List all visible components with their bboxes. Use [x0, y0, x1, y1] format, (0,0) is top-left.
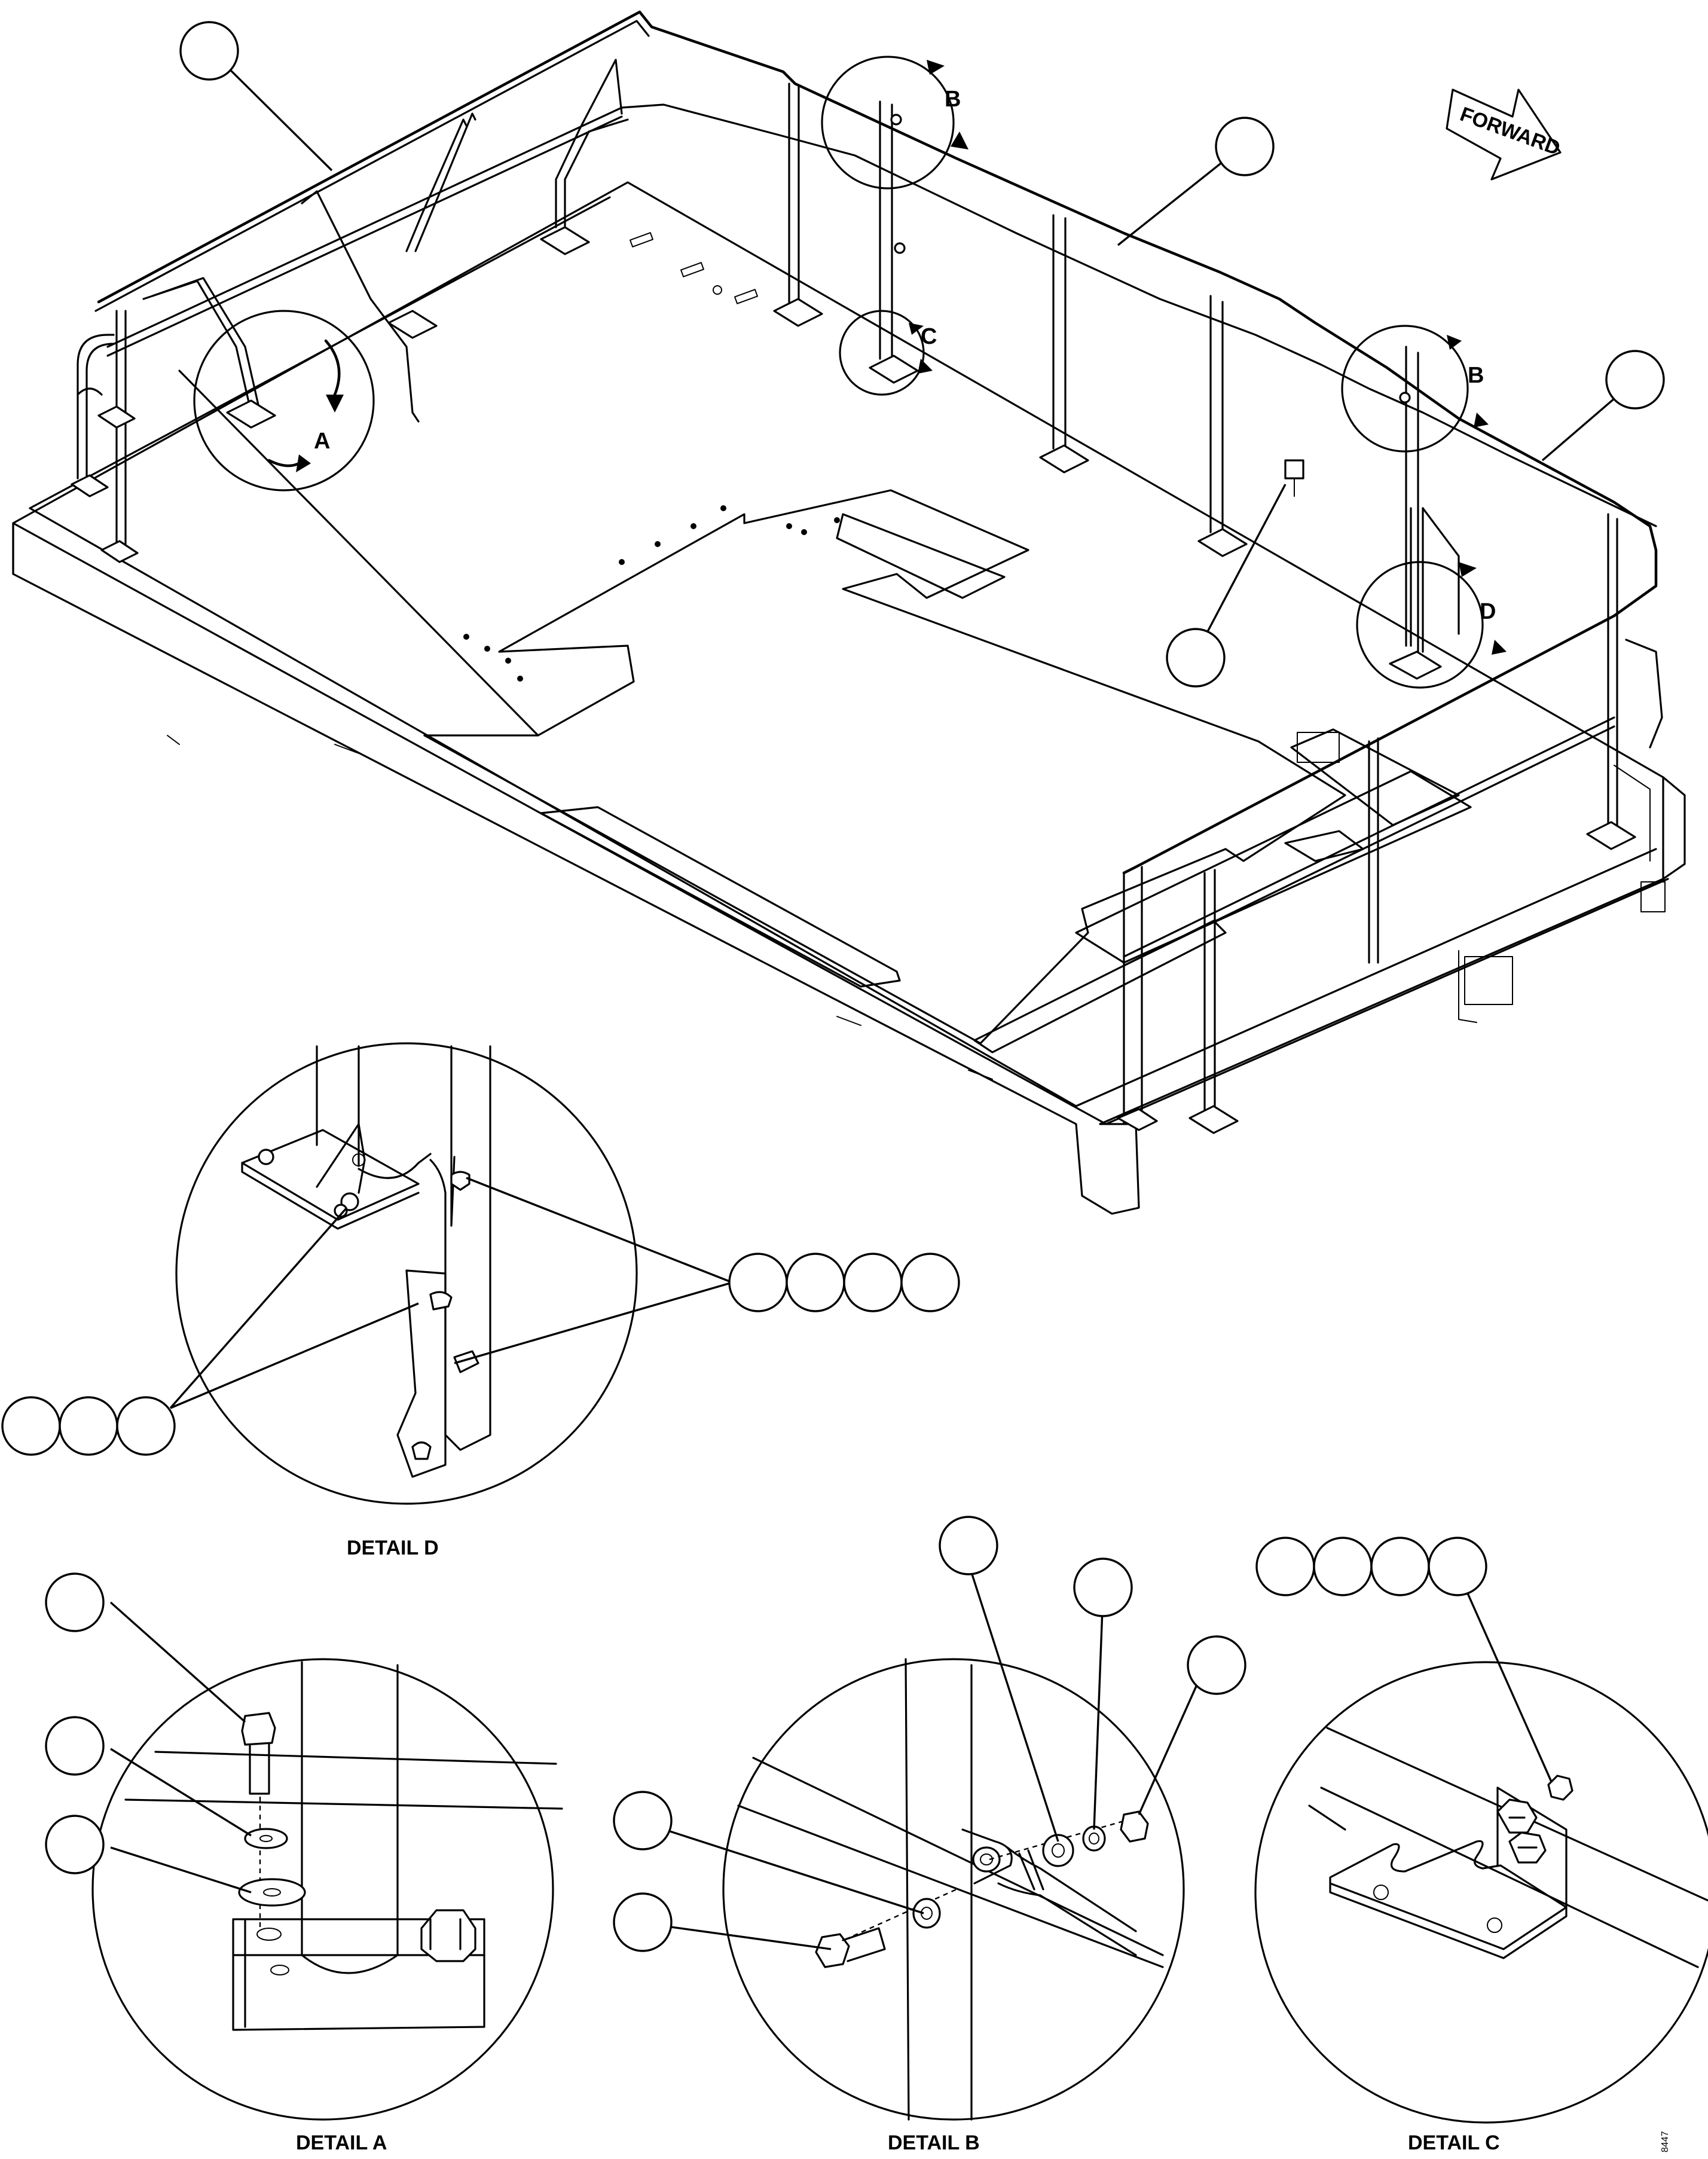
detail-c-caption: DETAIL C	[1408, 2131, 1500, 2154]
callout-bubble	[1255, 1537, 1315, 1596]
callout-bubble	[1073, 1558, 1133, 1617]
callout-bubble	[1187, 1635, 1246, 1695]
callout-bubble	[1605, 350, 1665, 410]
detail-b-caption: DETAIL B	[888, 2131, 980, 2154]
callout-bubble	[45, 1716, 105, 1776]
railings	[71, 10, 1663, 1134]
view-label-c: C	[921, 324, 937, 349]
forward-arrow: FORWARD	[1446, 88, 1563, 181]
callout-bubble	[843, 1253, 903, 1312]
view-circles: A B C B D	[193, 56, 1507, 689]
callout-bubble	[59, 1396, 118, 1456]
callout-bubble	[45, 1815, 105, 1874]
view-label-d: D	[1480, 599, 1496, 624]
callout-bubble	[45, 1572, 105, 1632]
callout-bubble	[939, 1516, 998, 1575]
view-label-a: A	[314, 429, 330, 454]
callout-bubble	[728, 1253, 788, 1312]
callout-bubble	[179, 21, 239, 81]
detail-c: DETAIL C	[1254, 1537, 1708, 2154]
platform-assembly	[12, 181, 1686, 1215]
callout-bubble	[1166, 628, 1226, 688]
figure-code: 8447	[1660, 2131, 1670, 2152]
callout-bubble	[1428, 1537, 1487, 1596]
callout-bubble	[613, 1791, 673, 1850]
callout-bubble	[116, 1396, 176, 1456]
callout-bubble	[613, 1892, 673, 1952]
callout-bubble	[1313, 1537, 1373, 1596]
detail-d: DETAIL D	[1, 1042, 960, 1559]
deck-holes	[463, 232, 840, 682]
view-label-b-second: B	[1468, 363, 1484, 388]
callout-bubble	[1370, 1537, 1430, 1596]
detail-a: DETAIL A	[45, 1572, 563, 2154]
callout-bubble	[786, 1253, 845, 1312]
callout-bubble	[1215, 117, 1275, 176]
main-callouts	[179, 21, 1665, 688]
detail-a-caption: DETAIL A	[296, 2131, 387, 2154]
view-label-b: B	[945, 87, 961, 112]
detail-b: DETAIL B	[613, 1516, 1246, 2154]
detail-d-caption: DETAIL D	[347, 1537, 439, 1559]
callout-bubble	[900, 1253, 960, 1312]
callout-bubble	[1, 1396, 61, 1456]
